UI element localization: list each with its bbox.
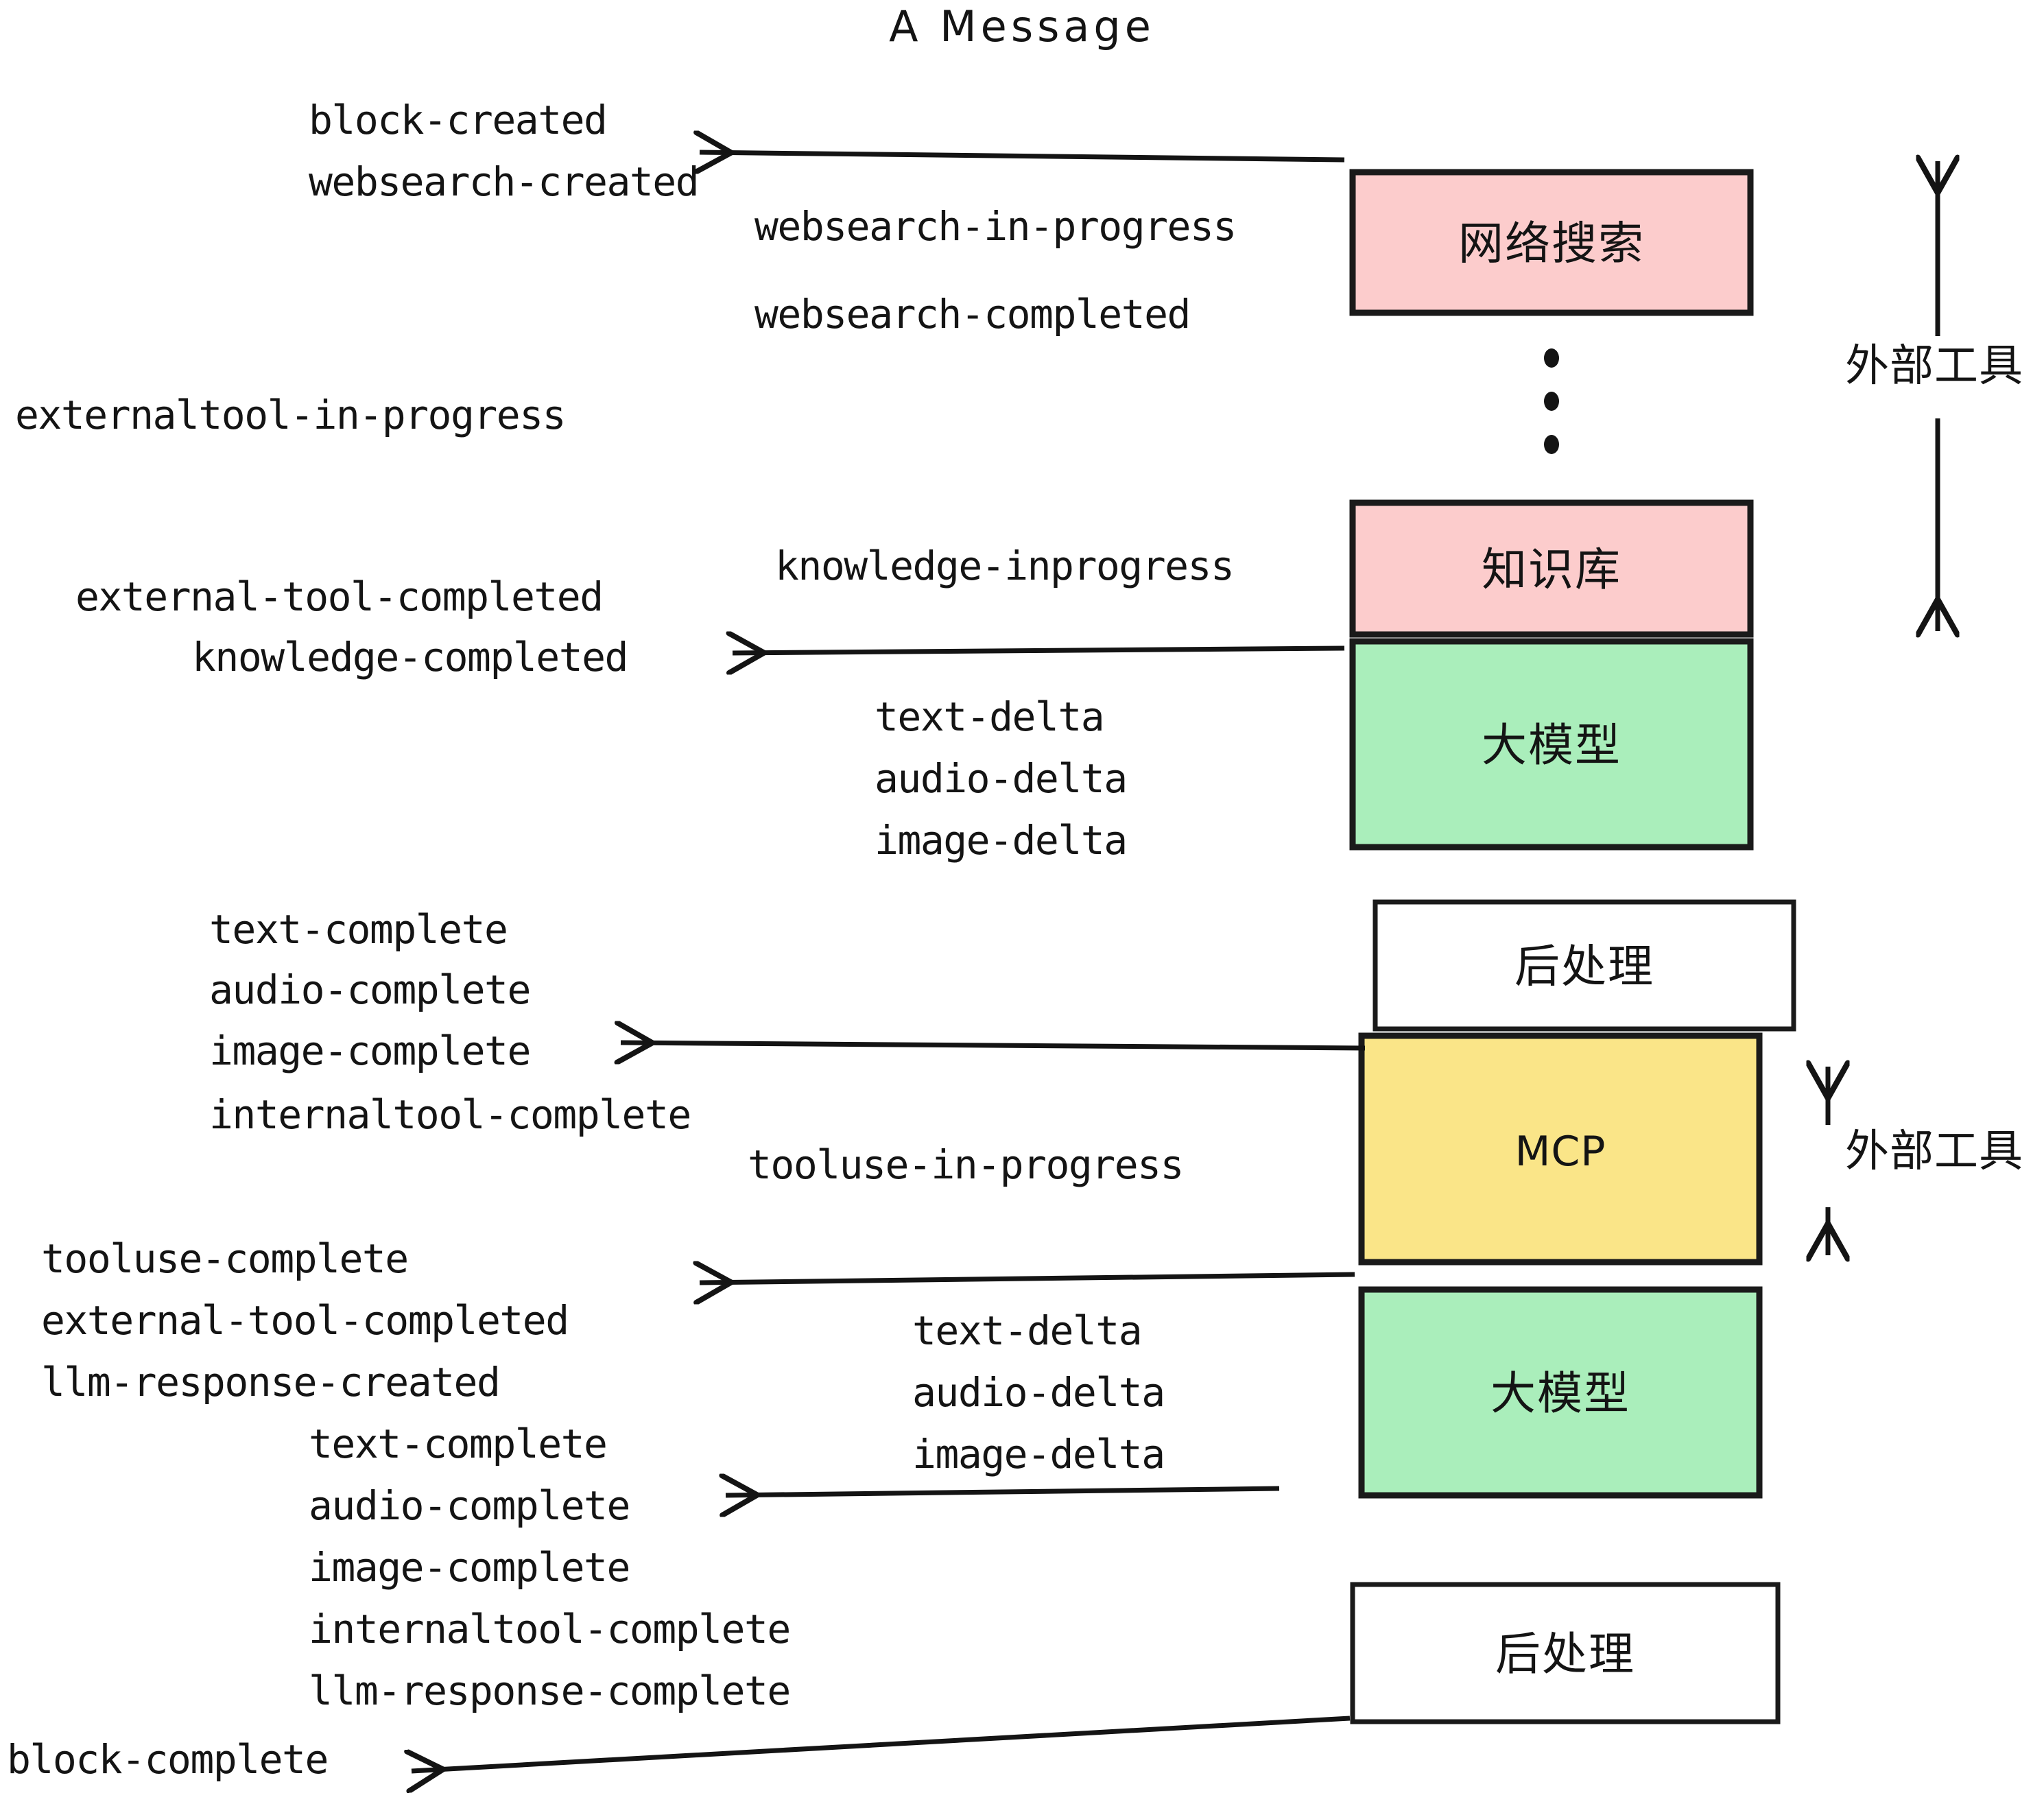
ellipsis-dot-3	[1544, 435, 1559, 454]
node-box-rect-websearch	[1349, 169, 1754, 316]
ellipsis-dot-1	[1544, 348, 1559, 368]
event-label-audio-complete-2: audio-complete	[309, 1482, 630, 1529]
event-label-text-complete-2: text-complete	[309, 1421, 606, 1467]
event-label-audio-delta-1: audio-delta	[875, 755, 1127, 802]
event-label-text-complete-1: text-complete	[209, 906, 507, 953]
node-box-postprocess-1: 后处理	[1372, 899, 1796, 1032]
node-box-postprocess-2: 后处理	[1350, 1582, 1781, 1724]
side-label-external-tools-bottom: 外部工具	[1845, 1126, 2023, 1177]
event-label-internaltool-complete-1: internaltool-complete	[209, 1091, 691, 1138]
event-label-block-complete: block-complete	[7, 1736, 328, 1783]
event-label-websearch-completed: websearch-completed	[754, 291, 1190, 337]
node-box-mcp: MCP	[1358, 1032, 1763, 1266]
event-label-text-delta-1: text-delta	[875, 693, 1104, 740]
side-label-external-tools-top: 外部工具	[1845, 341, 2023, 392]
node-box-label-postprocess-2: 后处理	[1495, 1628, 1635, 1681]
event-label-image-complete-2: image-complete	[309, 1544, 630, 1591]
node-box-label-knowledge: 知识库	[1482, 543, 1621, 596]
node-box-rect-llm-2	[1358, 1286, 1763, 1499]
node-box-llm-2: 大模型	[1358, 1286, 1763, 1499]
arrow-post2-to-block	[412, 1716, 1351, 1771]
range-arrows	[1828, 161, 1938, 1255]
arrow-websearch-to-block	[700, 152, 1345, 160]
event-label-external-tool-completed-1: external-tool-completed	[75, 573, 603, 620]
event-label-internaltool-complete-2: internaltool-complete	[309, 1606, 790, 1652]
node-box-knowledge: 知识库	[1349, 499, 1754, 638]
event-label-websearch-in-progress: websearch-in-progress	[754, 203, 1236, 250]
node-box-rect-postprocess-1	[1372, 899, 1796, 1032]
node-box-websearch: 网络搜索	[1349, 169, 1754, 316]
node-box-llm-1: 大模型	[1349, 638, 1754, 851]
node-box-label-mcp: MCP	[1515, 1128, 1606, 1176]
event-label-block-created: block-created	[309, 97, 606, 143]
event-label-tooluse-complete: tooluse-complete	[41, 1235, 408, 1282]
event-label-image-delta-1: image-delta	[875, 817, 1127, 864]
event-label-llm-response-created: llm-response-created	[41, 1359, 499, 1405]
event-label-knowledge-completed: knowledge-completed	[192, 634, 628, 680]
event-label-image-complete-1: image-complete	[209, 1028, 530, 1074]
node-box-rect-llm-1	[1349, 638, 1754, 851]
event-label-llm-response-complete: llm-response-complete	[309, 1667, 790, 1714]
ellipsis-dots	[1544, 348, 1559, 454]
arrow-llm2-to-audio	[726, 1488, 1280, 1495]
node-box-rect-postprocess-2	[1350, 1582, 1781, 1724]
page-title: A Message	[889, 1, 1155, 51]
node-box-label-websearch: 网络搜索	[1458, 217, 1645, 270]
event-label-image-delta-2: image-delta	[912, 1431, 1165, 1477]
node-box-rect-knowledge	[1349, 499, 1754, 638]
event-label-websearch-created: websearch-created	[309, 158, 698, 205]
arrow-mcp-to-tooluse	[700, 1274, 1355, 1283]
node-box-rect-mcp	[1358, 1032, 1763, 1266]
node-box-label-llm-1: 大模型	[1482, 719, 1621, 772]
event-label-audio-delta-2: audio-delta	[912, 1369, 1165, 1416]
ellipsis-dot-2	[1544, 392, 1559, 411]
event-label-knowledge-inprogress: knowledge-inprogress	[775, 543, 1233, 589]
event-labels: block-created websearch-created websearch-…	[7, 97, 1237, 1783]
event-label-text-delta-2: text-delta	[912, 1307, 1141, 1354]
arrow-knowledge-to-events	[733, 648, 1345, 653]
event-label-external-tool-completed-2: external-tool-completed	[41, 1297, 569, 1344]
node-box-label-llm-2: 大模型	[1490, 1367, 1630, 1420]
arrow-postprocess-to-image	[621, 1043, 1366, 1048]
event-label-audio-complete-1: audio-complete	[209, 966, 530, 1013]
event-label-tooluse-in-progress: tooluse-in-progress	[748, 1141, 1183, 1188]
event-arrows	[412, 152, 1366, 1771]
node-box-label-postprocess-1: 后处理	[1514, 940, 1654, 993]
event-label-externaltool-in-progress: externaltool-in-progress	[15, 392, 565, 438]
